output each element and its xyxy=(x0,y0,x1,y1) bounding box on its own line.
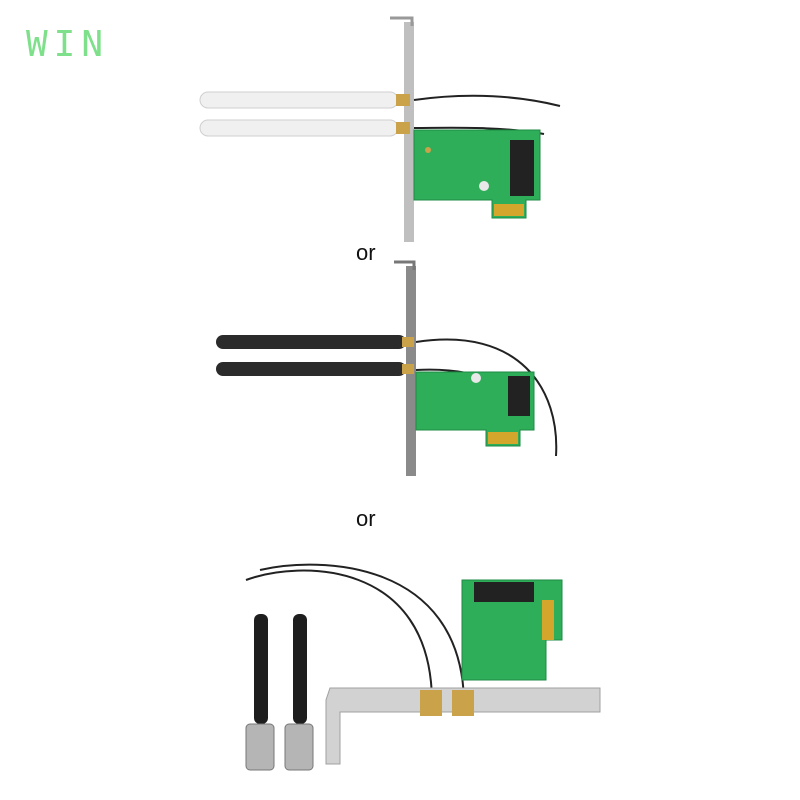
bracket-3 xyxy=(325,687,601,765)
watermark-logo: WIN xyxy=(26,24,110,65)
divider-or-2: or xyxy=(356,506,376,531)
cable-1a xyxy=(413,94,561,107)
divider-or-1: or xyxy=(356,240,376,265)
antenna-detached-left xyxy=(254,614,268,724)
pcb-1 xyxy=(413,129,541,219)
antenna-detached-right xyxy=(293,614,307,724)
pcb-2 xyxy=(415,371,535,447)
cable-2a xyxy=(415,338,558,457)
antenna-black-bottom xyxy=(216,362,406,376)
cable-3b xyxy=(259,563,465,701)
antenna-black-top xyxy=(216,335,406,349)
cable-3a xyxy=(245,569,433,701)
